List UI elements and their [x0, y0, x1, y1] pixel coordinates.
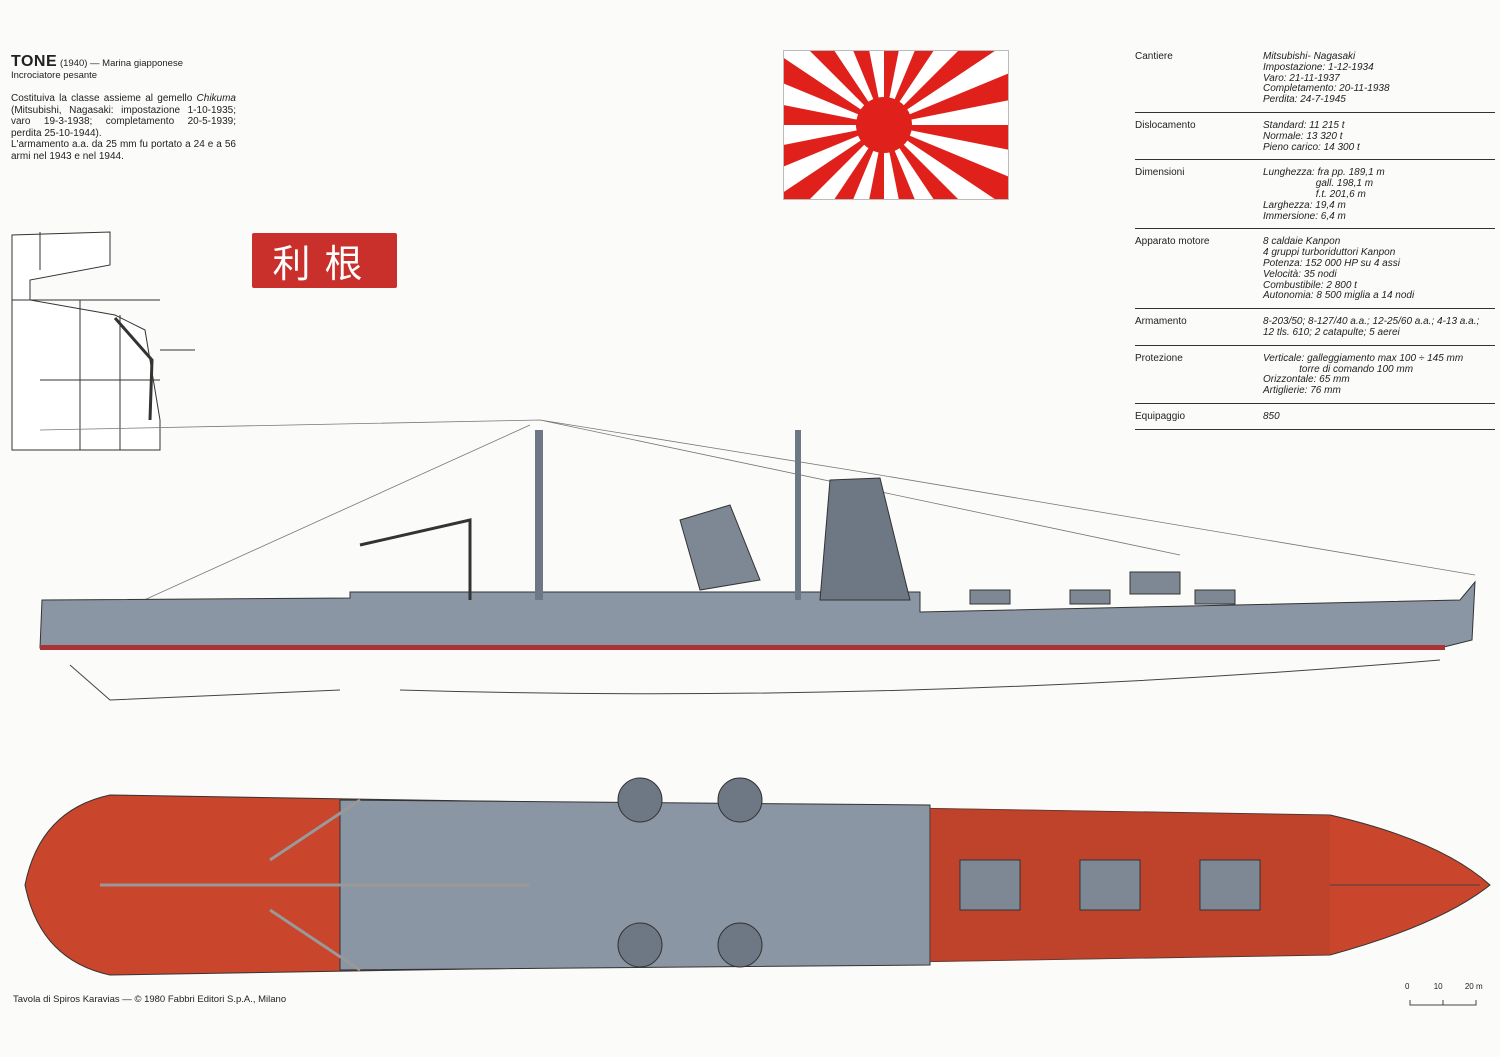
desc-3: L'armamento a.a. da 25 mm fu portato a 2…	[11, 139, 236, 162]
scale-20: 20 m	[1464, 982, 1483, 991]
spec-values: Lunghezza: fra pp. 189,1 m gall. 198,1 m…	[1263, 168, 1385, 222]
spec-value-line: Pieno carico: 14 300 t	[1263, 141, 1360, 153]
spec-label: Protezione	[1135, 352, 1183, 364]
spec-value-line: 8 caldaie Kanpon	[1263, 236, 1341, 248]
spec-value-line: Autonomia: 8 500 miglia a 14 nodi	[1263, 290, 1415, 302]
spec-row: Armamento 8-203/50; 8-127/40 a.a.; 12-25/…	[1135, 315, 1495, 346]
spec-value-line: Standard: 11 215 t	[1263, 119, 1345, 131]
spec-value-line: Normale: 13 320 t	[1263, 130, 1343, 142]
spec-label: Armamento	[1135, 316, 1187, 328]
spec-row: Dimensioni Lunghezza: fra pp. 189,1 m gal…	[1135, 166, 1495, 230]
spec-values: 8-203/50; 8-127/40 a.a.; 12-25/60 a.a.; …	[1263, 316, 1480, 339]
spec-label: Apparato motore	[1135, 236, 1210, 248]
desc-1: Costituiva la classe assieme al gemello	[11, 93, 197, 104]
flag-ray	[884, 73, 1008, 125]
scale-10: 10	[1433, 982, 1443, 991]
spec-value-line: torre di comando 100 mm	[1263, 363, 1414, 375]
flag-ray	[884, 125, 1008, 199]
desc-sister: Chikuma	[196, 93, 236, 104]
desc-2: (Mitsubishi, Nagasaki: impostazione 1-10…	[11, 104, 236, 139]
spec-values: 850	[1263, 410, 1280, 423]
flag-ray	[884, 125, 1008, 150]
spec-label: Cantiere	[1135, 51, 1173, 62]
ship-type: Incrociatore pesante	[11, 69, 98, 81]
ship-profile-drawing	[39, 419, 1476, 701]
spec-value-line: Impostazione: 1-12-1934	[1263, 61, 1374, 73]
scale-0: 0	[1405, 982, 1410, 991]
scale-bar	[1409, 1000, 1477, 1006]
ship-plan-drawing	[24, 777, 1491, 976]
spec-value-line: 12 tls. 610; 2 catapulte; 5 aerei	[1263, 326, 1400, 338]
spec-value-line: gall. 198,1 m	[1263, 178, 1374, 190]
ship-name: TONE	[11, 53, 58, 70]
spec-value-line: Perdita: 24-7-1945	[1263, 94, 1346, 106]
spec-value-line: Varo: 21-11-1937	[1263, 72, 1340, 84]
bow-section-drawing	[11, 231, 195, 451]
scale-labels: 0 10 20 m	[1405, 982, 1485, 991]
spec-value-line: f.t. 201,6 m	[1263, 188, 1366, 200]
spec-label: Dislocamento	[1135, 119, 1196, 131]
spec-values: Verticale: galleggiamento max 100 ÷ 145 …	[1263, 352, 1464, 397]
description: Costituiva la classe assieme al gemello …	[11, 93, 236, 162]
spec-value-line: Orizzontale: 65 mm	[1263, 374, 1350, 386]
spec-value-line: Artiglierie: 76 mm	[1263, 385, 1341, 397]
spec-value-line: Combustibile: 2 800 t	[1263, 279, 1357, 291]
ship-year: (1940) — Marina giapponese	[59, 58, 183, 69]
spec-value-line: Verticale: galleggiamento max 100 ÷ 145 …	[1263, 352, 1464, 364]
spec-row: Protezione Verticale: galleggiamento max …	[1135, 352, 1495, 404]
spec-value-line: Mitsubishi- Nagasaki	[1263, 51, 1356, 62]
spec-value-line: 8-203/50; 8-127/40 a.a.; 12-25/60 a.a.; …	[1263, 316, 1480, 328]
spec-value-line: 850	[1263, 410, 1280, 422]
spec-value-line: Immersione: 6,4 m	[1263, 210, 1346, 222]
spec-value-line: Completamento: 20-11-1938	[1263, 83, 1390, 95]
spec-value-line: Velocità: 35 nodi	[1263, 268, 1337, 280]
spec-label: Dimensioni	[1135, 167, 1185, 179]
flag-ray	[784, 58, 884, 125]
spec-value-line: Larghezza: 19,4 m	[1263, 199, 1346, 211]
credit: Tavola di Spiros Karavias — © 1980 Fabbr…	[13, 994, 287, 1005]
flag-ray	[784, 125, 884, 199]
spec-value-line: Potenza: 152 000 HP su 4 assi	[1263, 257, 1400, 269]
rising-sun-flag	[783, 50, 1009, 200]
spec-row: Equipaggio 850	[1135, 410, 1495, 430]
kanji-name-plate: 利根	[252, 233, 397, 288]
spec-label: Equipaggio	[1135, 410, 1186, 422]
intro-text: TONE (1940) — Marina giapponese Incrocia…	[11, 53, 236, 162]
spec-value-line: 4 gruppi turboriduttori Kanpon	[1263, 247, 1396, 259]
spec-value-line: Lunghezza: fra pp. 189,1 m	[1263, 167, 1385, 179]
